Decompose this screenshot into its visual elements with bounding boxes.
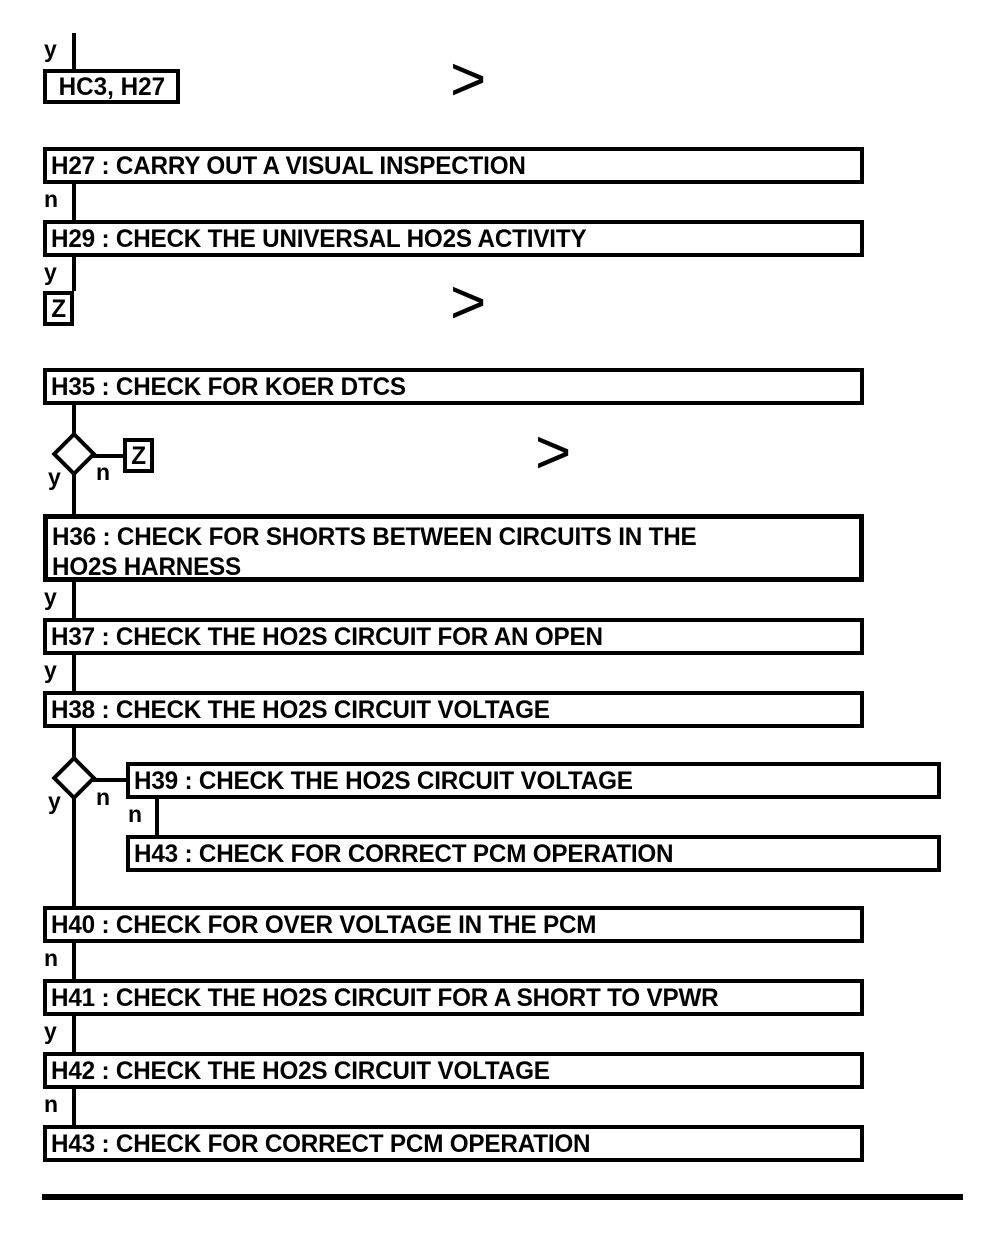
step-label-h41: H41 : CHECK THE HO2S CIRCUIT FOR A SHORT… <box>51 983 719 1012</box>
connector-h36-h37 <box>72 582 76 618</box>
step-label-h35: H35 : CHECK FOR KOER DTCS <box>51 372 406 401</box>
connector-h38-decision2 <box>72 728 76 762</box>
connector-h41-h42 <box>72 1016 76 1052</box>
step-label-h27: H27 : CARRY OUT A VISUAL INSPECTION <box>51 151 526 180</box>
branch-label-h37-y: y <box>44 657 57 683</box>
chevron-2-icon: > <box>450 268 487 337</box>
branch-label-h27-n: n <box>44 186 59 212</box>
step-label-h42: H42 : CHECK THE HO2S CIRCUIT VOLTAGE <box>51 1056 550 1085</box>
branch-label-h36-y: y <box>44 584 57 610</box>
tag-box-hc3-h27[interactable]: HC3, H27 <box>43 69 180 104</box>
decision-2-yes-label: y <box>48 788 61 814</box>
decision-1-no-connector <box>92 454 123 458</box>
chevron-3-icon: > <box>535 418 572 487</box>
step-label-h38: H38 : CHECK THE HO2S CIRCUIT VOLTAGE <box>51 695 550 724</box>
chevron-1-icon: > <box>450 45 487 114</box>
branch-label-h29-y: y <box>44 259 57 285</box>
branch-label-h42-n: n <box>44 1091 59 1117</box>
branch-label-h41-y: y <box>44 1018 57 1044</box>
step-bar-h43[interactable]: H43 : CHECK FOR CORRECT PCM OPERATION <box>43 1125 864 1162</box>
connector-entry <box>72 33 76 69</box>
connector-h29-z1 <box>72 257 76 291</box>
tag-box-z-2[interactable]: Z <box>123 438 154 473</box>
step-label-h43-branch: H43 : CHECK FOR CORRECT PCM OPERATION <box>134 839 674 868</box>
step-bar-h35[interactable]: H35 : CHECK FOR KOER DTCS <box>43 368 864 405</box>
step-label-h43: H43 : CHECK FOR CORRECT PCM OPERATION <box>51 1129 591 1158</box>
decision-2-no-label: n <box>96 784 111 810</box>
step-bar-h37[interactable]: H37 : CHECK THE HO2S CIRCUIT FOR AN OPEN <box>43 618 864 655</box>
branch-label-h40-n: n <box>44 945 59 971</box>
decision-1-no-label: n <box>96 459 111 485</box>
step-bar-h43-branch[interactable]: H43 : CHECK FOR CORRECT PCM OPERATION <box>126 835 941 872</box>
connector-h27-h29 <box>72 184 76 220</box>
connector-h37-h38 <box>72 655 76 691</box>
decision-2-no-connector <box>92 778 128 782</box>
step-bar-h41[interactable]: H41 : CHECK THE HO2S CIRCUIT FOR A SHORT… <box>43 979 864 1016</box>
step-label-h36: H36 : CHECK FOR SHORTS BETWEEN CIRCUITS … <box>52 523 697 581</box>
connector-decision1-h36 <box>72 472 76 514</box>
connector-h42-h43 <box>72 1089 76 1125</box>
branch-label-entry-y: y <box>44 36 57 62</box>
step-label-h39: H39 : CHECK THE HO2S CIRCUIT VOLTAGE <box>134 766 633 795</box>
connector-h35-decision1 <box>72 405 76 438</box>
step-label-h29: H29 : CHECK THE UNIVERSAL HO2S ACTIVITY <box>51 224 587 253</box>
step-bar-h40[interactable]: H40 : CHECK FOR OVER VOLTAGE IN THE PCM <box>43 906 864 943</box>
connector-decision2-h40 <box>72 796 76 906</box>
step-label-h40: H40 : CHECK FOR OVER VOLTAGE IN THE PCM <box>51 910 597 939</box>
step-bar-h38[interactable]: H38 : CHECK THE HO2S CIRCUIT VOLTAGE <box>43 691 864 728</box>
branch-label-h39-n: n <box>128 801 143 827</box>
step-bar-h36[interactable]: H36 : CHECK FOR SHORTS BETWEEN CIRCUITS … <box>43 514 864 582</box>
connector-h40-h41 <box>72 943 76 979</box>
step-bar-h29[interactable]: H29 : CHECK THE UNIVERSAL HO2S ACTIVITY <box>43 220 864 257</box>
step-bar-h42[interactable]: H42 : CHECK THE HO2S CIRCUIT VOLTAGE <box>43 1052 864 1089</box>
connector-h39-h43b <box>155 799 159 835</box>
step-bar-h27[interactable]: H27 : CARRY OUT A VISUAL INSPECTION <box>43 147 864 184</box>
tag-box-z-1[interactable]: Z <box>43 291 74 326</box>
decision-1-yes-label: y <box>48 464 61 490</box>
step-label-h37: H37 : CHECK THE HO2S CIRCUIT FOR AN OPEN <box>51 622 603 651</box>
footer-divider <box>42 1194 963 1200</box>
step-bar-h39[interactable]: H39 : CHECK THE HO2S CIRCUIT VOLTAGE <box>126 762 941 799</box>
